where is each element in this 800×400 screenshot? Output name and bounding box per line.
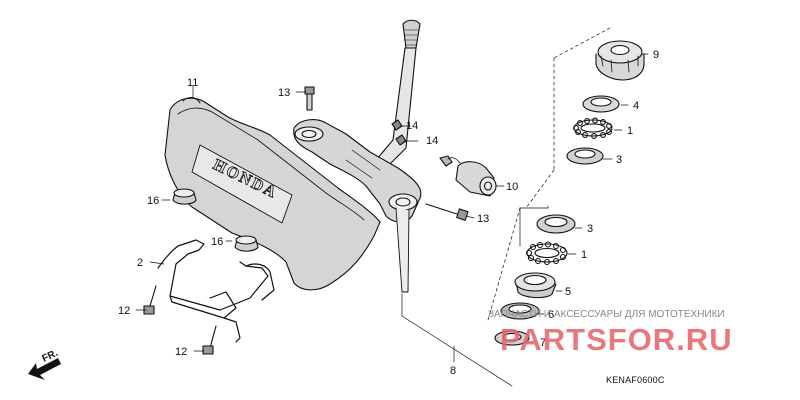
bolt-13-lower xyxy=(425,203,469,221)
callout-13-upper: 13 xyxy=(278,87,290,99)
callout-1-lower: 1 xyxy=(581,249,587,261)
race-3-upper xyxy=(566,147,604,165)
callout-1-upper: 1 xyxy=(627,125,633,137)
grommet-16-upper xyxy=(172,188,197,205)
bearing-balls-upper xyxy=(573,117,613,139)
watermark-brand: PARTSFOR.RU xyxy=(500,322,733,357)
steering-stem xyxy=(293,19,422,293)
callout-11: 11 xyxy=(187,77,198,89)
race-5 xyxy=(514,272,557,299)
callout-16-upper: 16 xyxy=(147,195,159,207)
callout-13-lower: 13 xyxy=(477,213,489,225)
callout-10: 10 xyxy=(506,181,518,193)
callout-9: 9 xyxy=(653,49,659,61)
handlebar-cover: HONDA xyxy=(164,97,381,291)
callout-12-upper: 12 xyxy=(118,305,130,317)
washer-7 xyxy=(494,330,530,346)
callout-7: 7 xyxy=(540,337,546,349)
diagram-code: KENAF0600C xyxy=(606,375,665,385)
stem-nut xyxy=(595,40,645,81)
bolt-13-upper xyxy=(304,86,315,111)
leader-lines xyxy=(135,53,649,363)
dust-seal xyxy=(500,302,540,320)
callout-6: 6 xyxy=(548,309,554,321)
callout-3-lower: 3 xyxy=(587,223,593,235)
callout-14-lower: 14 xyxy=(426,135,438,147)
callout-5: 5 xyxy=(565,286,571,298)
callout-8: 8 xyxy=(450,365,456,377)
hose-bracket xyxy=(157,239,275,343)
callout-16-lower: 16 xyxy=(211,236,223,248)
callout-labels: 11 13 14 14 10 13 16 16 2 12 12 8 9 4 1 … xyxy=(118,49,659,377)
ignition-switch xyxy=(439,155,497,197)
bolt-12-lower xyxy=(202,325,217,355)
watermark-tagline: ЗАПЧАСТИ И АКСЕССУАРЫ ДЛЯ МОТОТЕХНИКИ xyxy=(488,309,725,320)
callout-14-upper: 14 xyxy=(406,120,418,132)
bearing-balls-lower xyxy=(525,241,568,266)
callout-3-upper: 3 xyxy=(616,154,622,166)
bearing-race-top xyxy=(582,95,620,113)
callout-4: 4 xyxy=(633,100,639,112)
grouping-lines xyxy=(401,27,611,387)
race-3-lower xyxy=(536,214,576,234)
grommet-16-lower xyxy=(234,235,259,252)
callout-12-lower: 12 xyxy=(175,346,187,358)
callout-2: 2 xyxy=(137,257,143,269)
front-arrow-icon xyxy=(28,358,61,380)
